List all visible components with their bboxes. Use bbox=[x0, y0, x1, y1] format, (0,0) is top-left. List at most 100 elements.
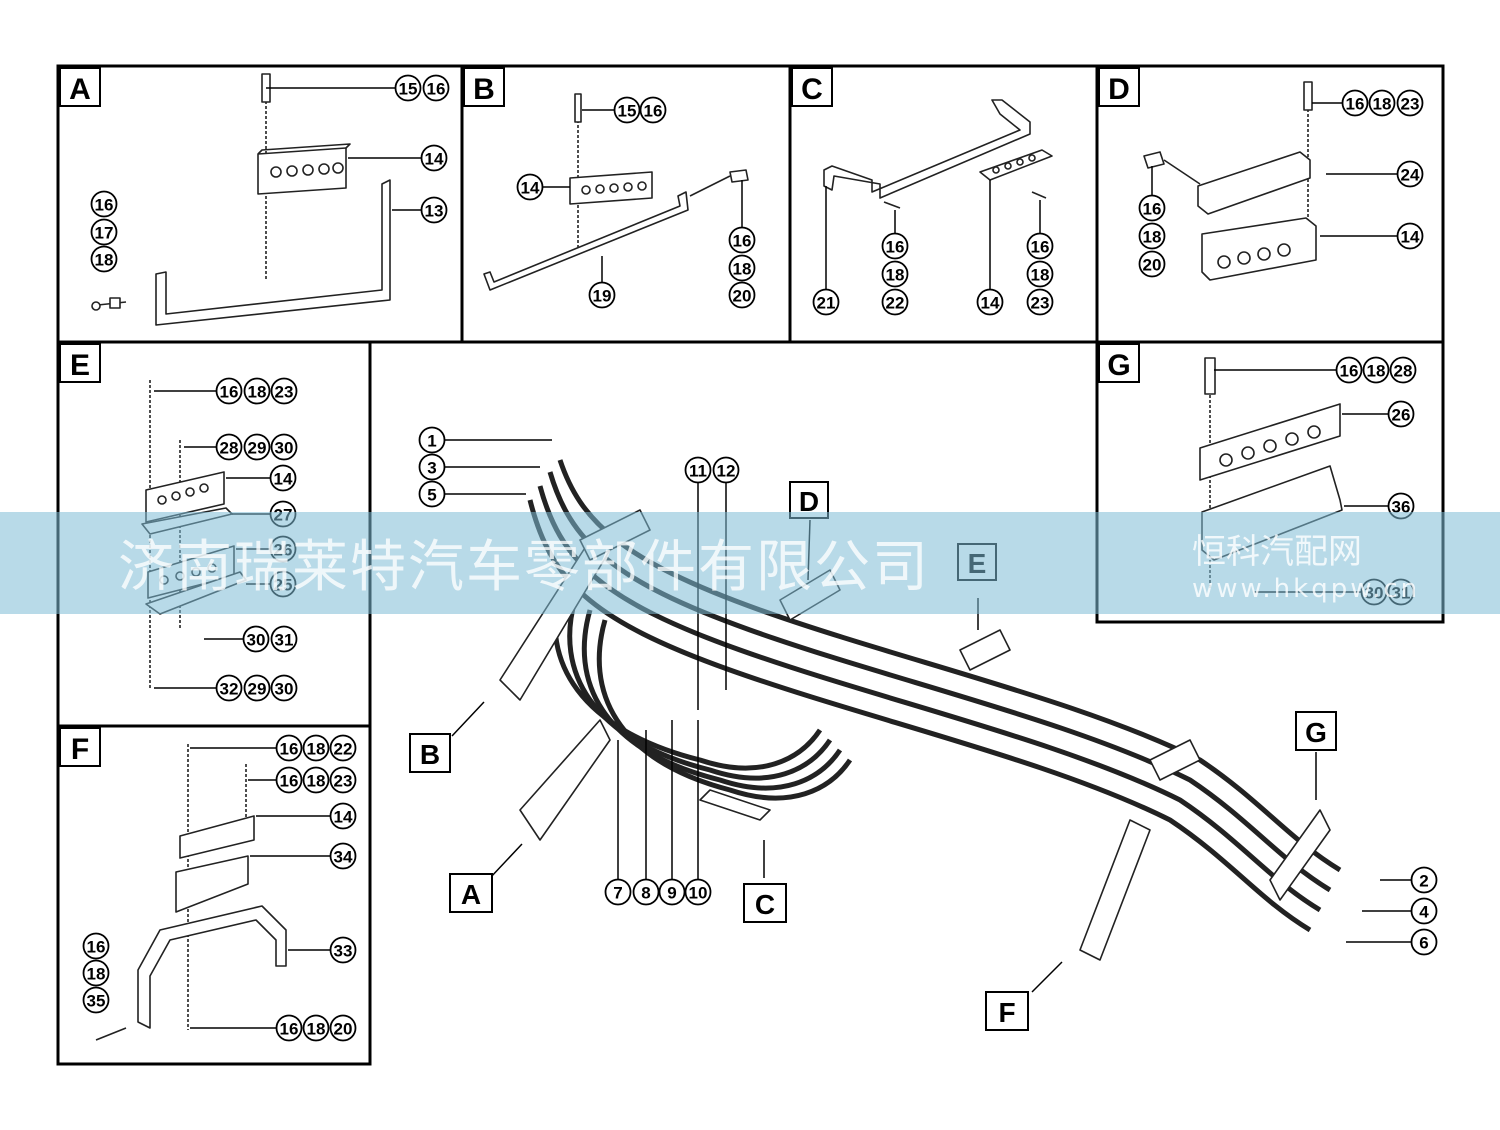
leader-lines bbox=[154, 87, 1411, 1029]
panel-f-callout-16: 16 bbox=[82, 932, 110, 960]
panel-a-callout-14: 14 bbox=[420, 144, 448, 172]
svg-text:23: 23 bbox=[1401, 95, 1420, 114]
view-b-letter: B bbox=[420, 739, 440, 770]
panel-c-callout-16: 16 bbox=[881, 232, 909, 260]
panel-g-tag: G bbox=[1098, 343, 1140, 383]
svg-text:10: 10 bbox=[689, 884, 708, 903]
panel-d-callout-23: 23 bbox=[1396, 89, 1424, 117]
panel-a-letter: A bbox=[69, 73, 91, 106]
svg-text:4: 4 bbox=[1419, 903, 1429, 922]
svg-text:18: 18 bbox=[307, 740, 326, 759]
panel-a-callout-13: 13 bbox=[420, 196, 448, 224]
panel-f-tag: F bbox=[59, 727, 101, 767]
view-g-letter: G bbox=[1305, 717, 1327, 748]
main-callout-12: 12 bbox=[712, 456, 740, 484]
svg-text:15: 15 bbox=[618, 102, 637, 121]
panel-f-parts bbox=[95, 744, 287, 1041]
view-a-letter: A bbox=[461, 879, 481, 910]
main-callout-5: 5 bbox=[418, 480, 446, 508]
panel-a-callout-18: 18 bbox=[90, 245, 118, 273]
panel-f-callout-16: 16 bbox=[275, 766, 303, 794]
svg-text:14: 14 bbox=[425, 150, 444, 169]
panel-f-callout-33: 33 bbox=[329, 936, 357, 964]
svg-text:5: 5 bbox=[427, 486, 436, 505]
svg-text:28: 28 bbox=[220, 439, 239, 458]
panel-e-callout-30: 30 bbox=[270, 674, 298, 702]
panel-f-callout-23: 23 bbox=[329, 766, 357, 794]
svg-text:18: 18 bbox=[886, 266, 905, 285]
panel-a-callout-15: 15 bbox=[394, 74, 422, 102]
svg-text:16: 16 bbox=[644, 102, 663, 121]
panel-e-callout-28: 28 bbox=[215, 433, 243, 461]
svg-text:7: 7 bbox=[613, 884, 622, 903]
panel-d-letter: D bbox=[1108, 73, 1130, 106]
panel-e-callout-30: 30 bbox=[242, 625, 270, 653]
svg-text:15: 15 bbox=[399, 80, 418, 99]
svg-text:34: 34 bbox=[334, 848, 353, 867]
panel-f-callout-14: 14 bbox=[329, 802, 357, 830]
svg-text:22: 22 bbox=[886, 294, 905, 313]
svg-text:29: 29 bbox=[248, 680, 267, 699]
panel-e-callout-16: 16 bbox=[215, 377, 243, 405]
panel-a-callout-16: 16 bbox=[90, 190, 118, 218]
svg-text:16: 16 bbox=[280, 772, 299, 791]
svg-text:11: 11 bbox=[689, 462, 707, 481]
watermark-banner bbox=[0, 512, 1500, 614]
svg-text:18: 18 bbox=[1367, 362, 1386, 381]
panel-e-callout-31: 31 bbox=[270, 625, 298, 653]
svg-text:13: 13 bbox=[425, 202, 444, 221]
svg-text:32: 32 bbox=[220, 680, 239, 699]
watermark-site-url: www.hkqpw.cn bbox=[1192, 574, 1421, 604]
panel-c-tag: C bbox=[791, 67, 833, 107]
svg-text:16: 16 bbox=[95, 196, 114, 215]
svg-text:16: 16 bbox=[220, 383, 239, 402]
panel-g-callout-18: 18 bbox=[1362, 356, 1390, 384]
view-tag-b: B bbox=[409, 733, 451, 773]
svg-text:20: 20 bbox=[1143, 256, 1162, 275]
view-tag-g: G bbox=[1295, 711, 1337, 751]
svg-text:18: 18 bbox=[248, 383, 267, 402]
panel-e-letter: E bbox=[70, 349, 90, 382]
panel-d-tag: D bbox=[1098, 67, 1140, 107]
svg-text:30: 30 bbox=[247, 631, 266, 650]
svg-text:14: 14 bbox=[274, 470, 293, 489]
view-tag-f: F bbox=[985, 991, 1029, 1031]
svg-text:18: 18 bbox=[1143, 228, 1162, 247]
svg-text:31: 31 bbox=[275, 631, 294, 650]
panel-d-callout-16: 16 bbox=[1341, 89, 1369, 117]
panel-a-callout-16: 16 bbox=[422, 74, 450, 102]
main-callout-11: 11 bbox=[684, 456, 712, 484]
panel-e-callout-32: 32 bbox=[215, 674, 243, 702]
watermark-site-name: 恒科汽配网 bbox=[1192, 532, 1362, 572]
svg-text:16: 16 bbox=[280, 740, 299, 759]
svg-text:16: 16 bbox=[1340, 362, 1359, 381]
svg-text:14: 14 bbox=[1401, 228, 1420, 247]
panel-a-parts bbox=[91, 73, 391, 326]
main-callout-6: 6 bbox=[1410, 928, 1438, 956]
panel-c-callout-16: 16 bbox=[1026, 232, 1054, 260]
svg-text:16: 16 bbox=[1346, 95, 1365, 114]
panel-c-callout-22: 22 bbox=[881, 288, 909, 316]
svg-text:17: 17 bbox=[95, 224, 114, 243]
panel-b-callout-18: 18 bbox=[728, 254, 756, 282]
svg-text:30: 30 bbox=[275, 680, 294, 699]
svg-text:16: 16 bbox=[87, 938, 106, 957]
panel-d-parts bbox=[1143, 81, 1317, 281]
panel-c-parts bbox=[823, 99, 1053, 209]
svg-text:16: 16 bbox=[280, 1020, 299, 1039]
svg-text:21: 21 bbox=[817, 294, 836, 313]
svg-text:18: 18 bbox=[733, 260, 752, 279]
watermark-company: 济南瑞莱特汽车零部件有限公司 bbox=[118, 535, 930, 600]
panel-e-callout-30: 30 bbox=[270, 433, 298, 461]
view-c-letter: C bbox=[755, 889, 775, 920]
panel-b-callout-14: 14 bbox=[516, 173, 544, 201]
svg-text:28: 28 bbox=[1394, 362, 1413, 381]
svg-text:16: 16 bbox=[886, 238, 905, 257]
svg-text:16: 16 bbox=[427, 80, 446, 99]
panel-g-frame bbox=[1095, 340, 1445, 624]
panel-b-parts bbox=[483, 93, 749, 291]
svg-text:22: 22 bbox=[334, 740, 353, 759]
svg-text:18: 18 bbox=[1373, 95, 1392, 114]
svg-text:16: 16 bbox=[1031, 238, 1050, 257]
panel-f-callout-34: 34 bbox=[329, 842, 357, 870]
